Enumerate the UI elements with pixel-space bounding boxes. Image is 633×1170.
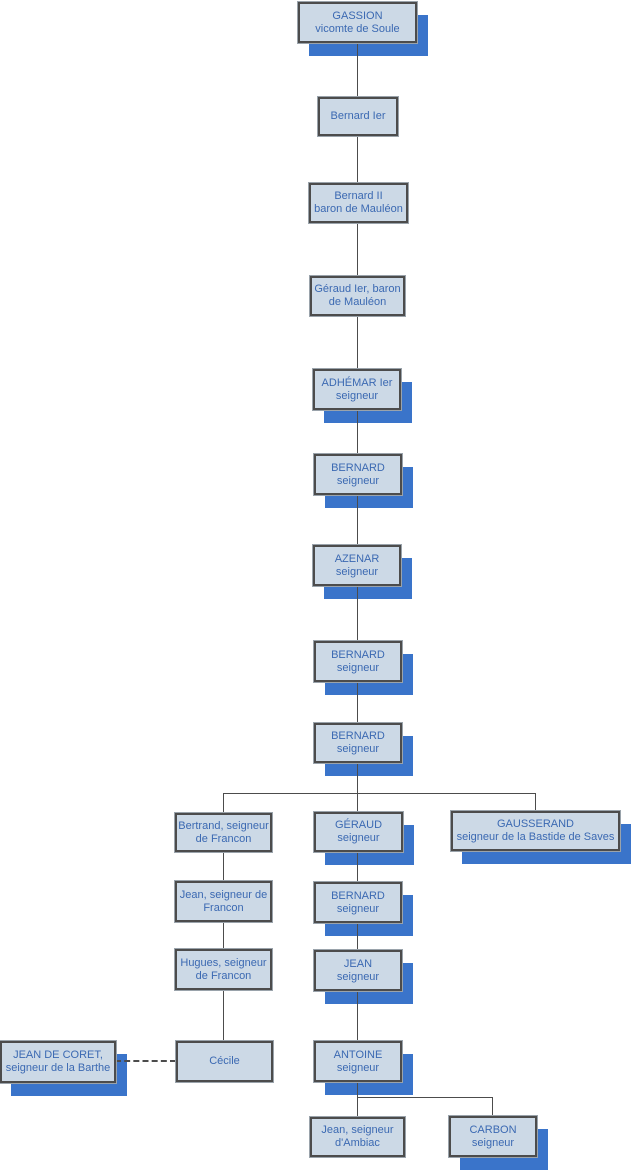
tree-node-jean-francon[interactable]: Jean, seigneur de Francon xyxy=(174,880,273,923)
connector-line xyxy=(223,852,224,881)
connector-line xyxy=(357,586,358,641)
tree-node-jean-ambiac[interactable]: Jean, seigneur d'Ambiac xyxy=(309,1116,406,1158)
tree-node-hugues-francon[interactable]: Hugues, seigneur de Francon xyxy=(174,948,273,991)
tree-node-jean-seigneur[interactable]: JEAN seigneur xyxy=(313,949,403,992)
tree-node-azenar[interactable]: AZENAR seigneur xyxy=(312,544,402,587)
connector-line xyxy=(492,1097,493,1116)
connector-line xyxy=(357,1097,493,1098)
connector-line xyxy=(223,793,536,794)
connector-line xyxy=(357,682,358,723)
tree-node-carbon[interactable]: CARBON seigneur xyxy=(448,1115,538,1158)
tree-node-gassion[interactable]: GASSION vicomte de Soule xyxy=(297,1,418,44)
marriage-dashed-line xyxy=(115,1060,176,1062)
tree-node-bernard-ier[interactable]: Bernard Ier xyxy=(317,96,399,137)
connector-line xyxy=(223,793,224,813)
connector-line xyxy=(357,223,358,276)
tree-node-bernard-seigneur-2[interactable]: BERNARD seigneur xyxy=(313,640,403,683)
connector-line xyxy=(357,136,358,183)
connector-line xyxy=(357,495,358,545)
tree-node-bernard-seigneur-1[interactable]: BERNARD seigneur xyxy=(313,453,403,496)
tree-node-gausserand[interactable]: GAUSSERAND seigneur de la Bastide de Sav… xyxy=(450,810,621,852)
connector-line xyxy=(223,922,224,949)
connector-line xyxy=(357,763,358,793)
tree-node-bernard-seigneur-4[interactable]: BERNARD seigneur xyxy=(313,881,403,924)
connector-line xyxy=(357,43,358,97)
tree-node-geraud-seigneur[interactable]: GÉRAUD seigneur xyxy=(313,811,404,853)
connector-line xyxy=(357,852,358,882)
tree-node-bertrand-francon[interactable]: Bertrand, seigneur de Francon xyxy=(174,812,273,853)
connector-line xyxy=(357,1097,358,1117)
tree-node-geraud-ier[interactable]: Géraud Ier, baron de Mauléon xyxy=(309,275,406,317)
tree-node-jean-de-coret[interactable]: JEAN DE CORET, seigneur de la Barthe xyxy=(0,1040,117,1084)
connector-line xyxy=(357,316,358,369)
connector-line xyxy=(357,923,358,950)
connector-line xyxy=(357,793,358,812)
tree-node-cecile[interactable]: Cécile xyxy=(175,1040,274,1083)
tree-node-adhemar-ier[interactable]: ADHÉMAR Ier seigneur xyxy=(312,368,402,411)
tree-node-bernard-seigneur-3[interactable]: BERNARD seigneur xyxy=(313,722,403,764)
connector-line xyxy=(357,1082,358,1097)
tree-node-bernard-ii[interactable]: Bernard II baron de Mauléon xyxy=(308,182,409,224)
tree-node-antoine[interactable]: ANTOINE seigneur xyxy=(313,1040,403,1083)
connector-line xyxy=(357,410,358,454)
connector-line xyxy=(535,793,536,811)
connector-line xyxy=(357,991,358,1041)
connector-line xyxy=(223,990,224,1041)
